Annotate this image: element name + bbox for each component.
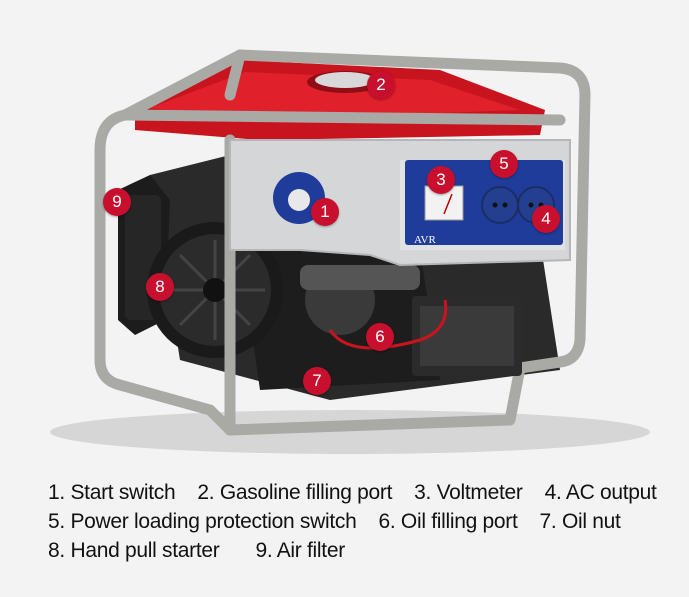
legend-item: 7. Oil nut [539, 510, 621, 533]
marker-9: 9 [103, 188, 131, 216]
legend-item: 9. Air filter [255, 539, 345, 562]
generator-illustration: AVR [50, 49, 650, 454]
ac-socket [481, 186, 519, 224]
tube-frame [94, 49, 591, 436]
legend-row: 8. Hand pull starter 9. Air filter [48, 536, 678, 565]
marker-1: 1 [311, 198, 339, 226]
marker-8: 8 [146, 273, 174, 301]
legend-item: 8. Hand pull starter [48, 539, 220, 562]
marker-7: 7 [303, 367, 331, 395]
battery [412, 296, 522, 376]
ground-shadow [50, 410, 650, 454]
legend-item: 3. Voltmeter [414, 481, 523, 504]
marker-2: 2 [367, 71, 395, 99]
marker-5: 5 [490, 150, 518, 178]
recoil-starter [147, 222, 283, 358]
legend-row: 1. Start switch 2. Gasoline filling port 3… [48, 478, 678, 507]
marker-6: 6 [366, 323, 394, 351]
marker-4: 4 [532, 205, 560, 233]
legend-row: 5. Power loading protection switch 6. Oil… [48, 507, 678, 536]
marker-3: 3 [427, 166, 455, 194]
legend-item: 6. Oil filling port [378, 510, 518, 533]
parts-legend: 1. Start switch 2. Gasoline filling port 3… [48, 478, 678, 565]
legend-item: 5. Power loading protection switch [48, 510, 357, 533]
avr-label: AVR [414, 234, 436, 246]
control-panel: AVR [229, 139, 571, 267]
legend-item: 2. Gasoline filling port [197, 481, 393, 504]
legend-item: 4. AC output [544, 481, 657, 504]
battery-wire [328, 299, 448, 350]
legend-item: 1. Start switch [48, 481, 176, 504]
